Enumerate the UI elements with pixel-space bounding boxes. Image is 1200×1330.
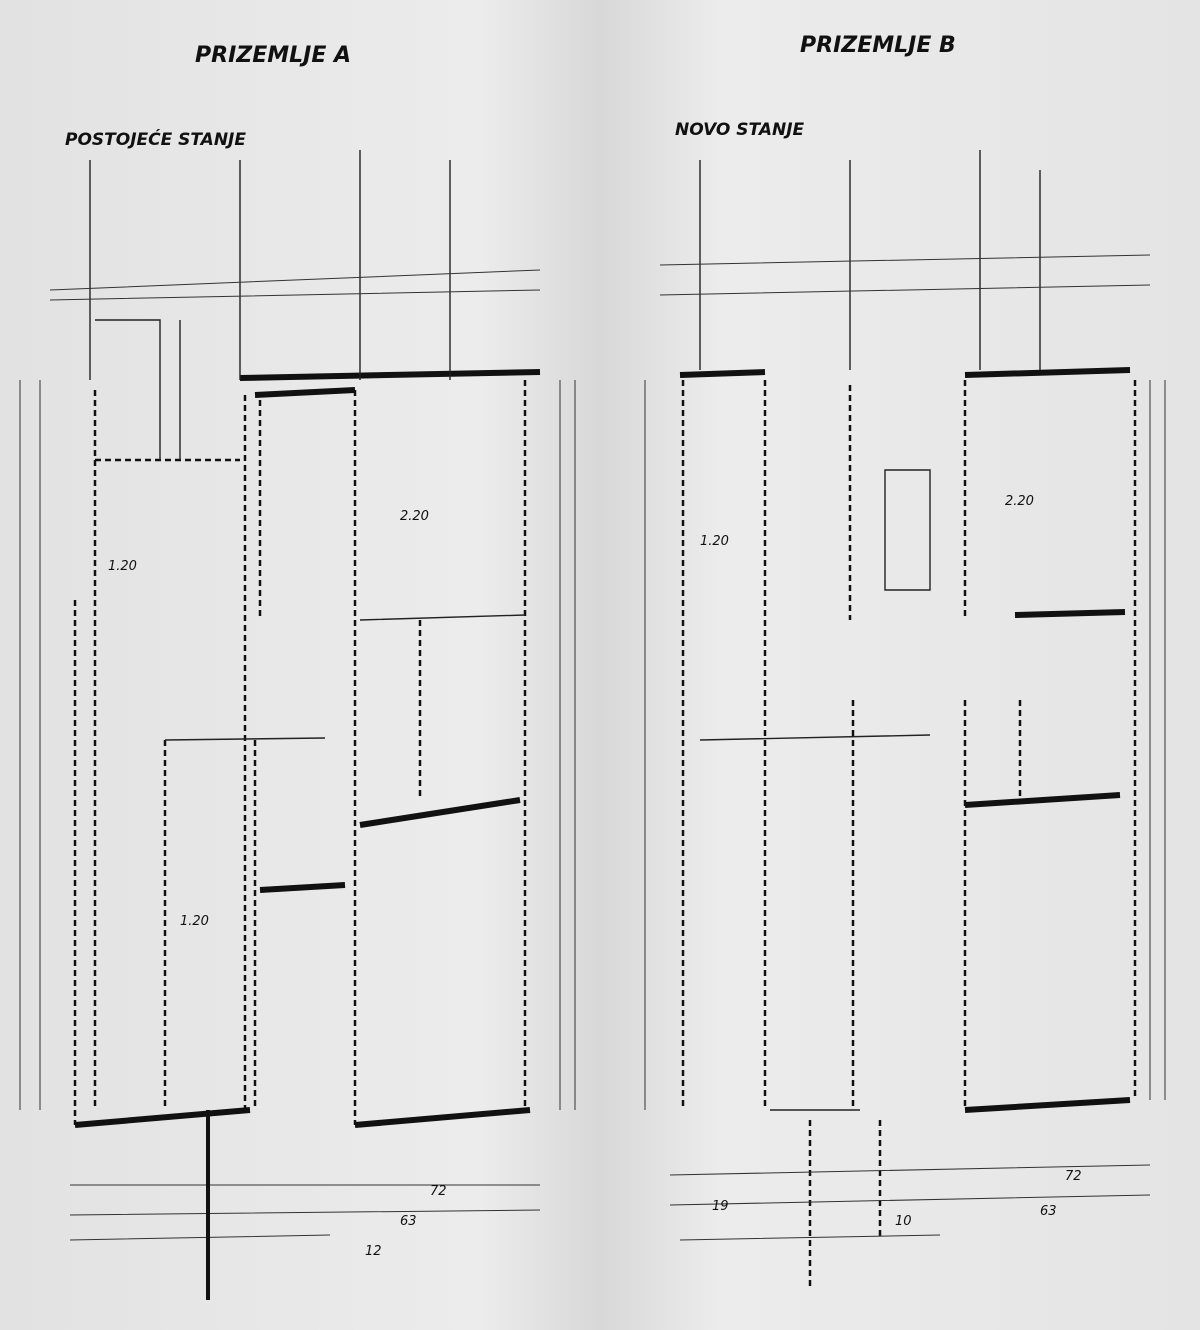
left-room-area: 1.20 [180,914,209,929]
plan-left-title: PRIZEMLJE A [195,43,351,68]
plan-right-subtitle: NOVO STANJE [675,120,805,140]
right-dimension: 10 [895,1214,912,1229]
plan-right-title: PRIZEMLJE B [800,33,956,58]
left-dimension: 63 [400,1214,417,1229]
right-room-area: 1.20 [700,534,729,549]
right-dimension: 19 [712,1199,729,1214]
plan-left: 1.20 1.20 2.20 63 72 12 [19,150,576,1300]
left-room-area: 2.20 [400,509,429,524]
right-dimension: 63 [1040,1204,1057,1219]
plan-left-subtitle: POSTOJEĆE STANJE [65,128,246,150]
right-dimension: 72 [1065,1169,1082,1184]
left-dimension: 72 [430,1184,447,1199]
left-room-area: 1.20 [108,559,137,574]
left-dimension: 12 [365,1244,382,1259]
right-room-area: 2.20 [1005,494,1034,509]
plan-right: 1.20 2.20 19 72 63 10 [644,150,1166,1290]
